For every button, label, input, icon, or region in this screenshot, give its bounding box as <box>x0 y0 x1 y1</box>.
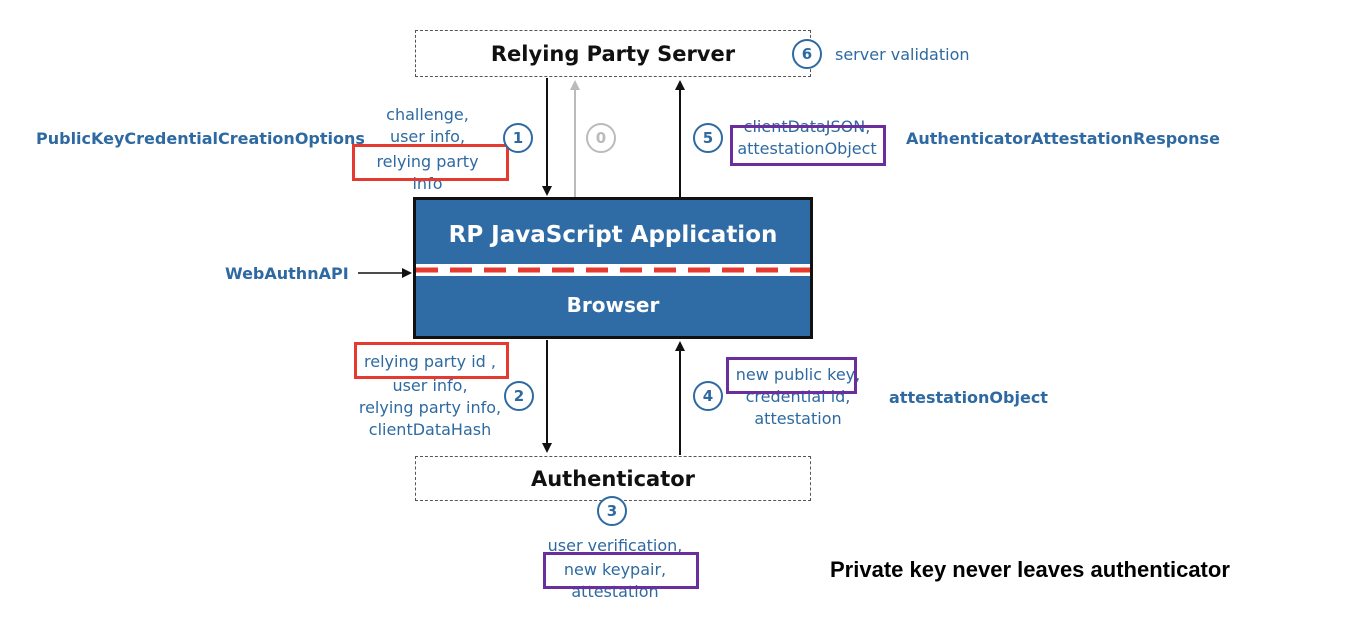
public-key-credential-creation-options-label: PublicKeyCredentialCreationOptions <box>36 129 365 148</box>
step-2-line-3: relying party info, <box>358 398 502 417</box>
step-2-line-2: user info, <box>392 376 468 395</box>
authenticator-title: Authenticator <box>530 466 696 491</box>
highlight-relying-party-info <box>352 144 509 181</box>
step-1-label: challenge, user info, relying party info <box>360 104 495 195</box>
step-3-number: 3 <box>606 502 618 520</box>
step-5-badge: 5 <box>693 123 723 153</box>
relying-party-server-box: Relying Party Server <box>415 30 811 77</box>
webauthn-api-divider <box>416 264 810 276</box>
step-2-number: 2 <box>513 387 525 405</box>
step-1-badge: 1 <box>503 123 533 153</box>
step-1-line-2: user info, <box>389 127 466 146</box>
step-4-line-1: new public key, <box>735 365 861 384</box>
private-key-note: Private key never leaves authenticator <box>830 557 1230 582</box>
webauthn-api-label: WebAuthnAPI <box>225 264 349 283</box>
highlight-attestation-object-response <box>730 125 886 166</box>
highlight-relying-party-id <box>354 342 509 379</box>
attestation-object-label: attestationObject <box>889 388 1048 407</box>
step-4-badge: 4 <box>693 381 723 411</box>
relying-party-server-title: Relying Party Server <box>490 41 736 66</box>
step-3-line-1: user verification, <box>547 536 683 555</box>
step-0-number: 0 <box>595 129 607 147</box>
step-5-number: 5 <box>702 129 714 147</box>
step-4-line-3: attestation <box>754 409 842 428</box>
step-3-badge: 3 <box>597 496 627 526</box>
authenticator-attestation-response-label: AuthenticatorAttestationResponse <box>906 129 1220 148</box>
step-1-number: 1 <box>512 129 524 147</box>
webauthn-api-dashed-line <box>416 267 810 273</box>
step-5-line-2: attestationObject <box>737 139 877 158</box>
highlight-new-keypair <box>543 552 699 589</box>
step-0-badge: 0 <box>586 123 616 153</box>
browser-title: Browser <box>566 293 660 317</box>
rp-javascript-application-box: RP JavaScript Application Browser <box>413 197 813 339</box>
step-2-badge: 2 <box>504 381 534 411</box>
highlight-new-public-key <box>726 357 857 394</box>
step-2-line-4: clientDataHash <box>368 420 492 439</box>
rp-javascript-application-title: RP JavaScript Application <box>448 222 778 248</box>
step-4-number: 4 <box>702 387 714 405</box>
step-6-badge: 6 <box>792 39 822 69</box>
step-6-label: server validation <box>835 45 970 64</box>
step-3-label: user verification, new keypair, attestat… <box>535 535 695 603</box>
authenticator-box: Authenticator <box>415 456 811 501</box>
step-1-line-1: challenge, <box>386 105 469 124</box>
step-3-line-2: new keypair, <box>563 560 667 579</box>
step-2-label: relying party id , user info, relying pa… <box>350 351 510 441</box>
step-6-number: 6 <box>801 45 813 63</box>
step-2-line-1: relying party id , <box>364 352 496 371</box>
